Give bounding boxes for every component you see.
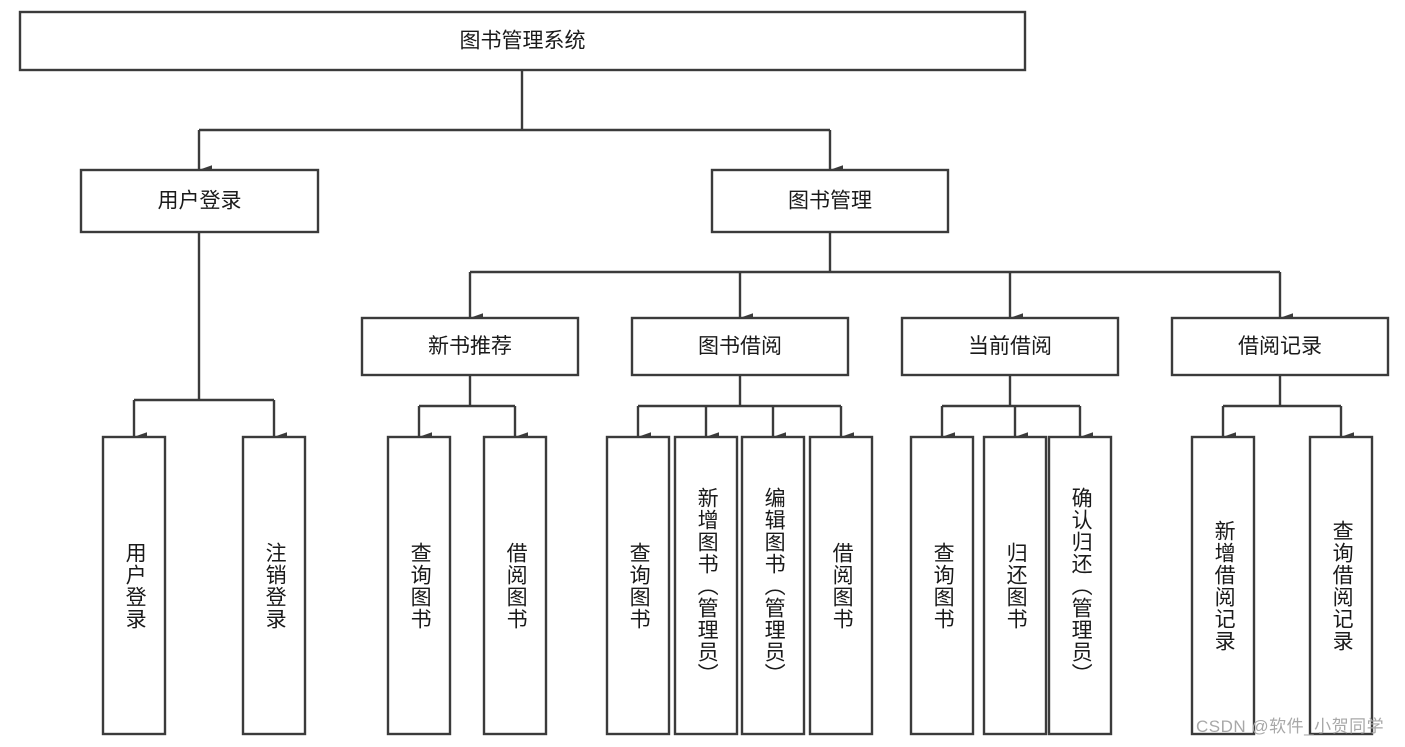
level2-node-rect[interactable] <box>710 168 950 234</box>
level3-node-label: 新书推荐 <box>428 335 512 358</box>
leaf-node-rect-1[interactable] <box>241 435 307 736</box>
level3-node-rect[interactable] <box>1170 316 1390 377</box>
level3-node-2[interactable]: 当前借阅 <box>900 316 1120 377</box>
leaf-node-rect-7[interactable] <box>808 435 874 736</box>
leaf-node-rect-8[interactable] <box>909 435 975 736</box>
leaf-node-rect-11[interactable] <box>1190 435 1256 736</box>
leaf-node-rect-4[interactable] <box>605 435 671 736</box>
root-node-rect[interactable] <box>18 10 1027 72</box>
level2-node-label: 用户登录 <box>158 190 242 213</box>
root-node-label: 图书管理系统 <box>460 30 586 53</box>
leaf-node-rect-12[interactable] <box>1308 435 1374 736</box>
level2-node-label: 图书管理 <box>788 190 872 213</box>
level3-node-rect[interactable] <box>900 316 1120 377</box>
leaf-node-rect-3[interactable] <box>482 435 548 736</box>
leaf-node-rect-6[interactable] <box>740 435 806 736</box>
level3-node-label: 图书借阅 <box>698 335 782 358</box>
level3-node-label: 借阅记录 <box>1238 335 1322 358</box>
level3-node-rect[interactable] <box>630 316 850 377</box>
leaf-node-rect-10[interactable] <box>1047 435 1113 736</box>
level3-node-0[interactable]: 新书推荐 <box>360 316 580 377</box>
level3-node-label: 当前借阅 <box>968 335 1052 358</box>
level2-node-rect[interactable] <box>79 168 320 234</box>
leaf-node-rect-0[interactable] <box>101 435 167 736</box>
root-node-0[interactable]: 图书管理系统 <box>18 10 1027 72</box>
connector-layer <box>132 70 1354 442</box>
level3-node-rect[interactable] <box>360 316 580 377</box>
leaf-node-rect-5[interactable] <box>673 435 739 736</box>
level2-node-1[interactable]: 图书管理 <box>710 168 950 234</box>
leaf-node-rect-9[interactable] <box>982 435 1048 736</box>
level3-node-1[interactable]: 图书借阅 <box>630 316 850 377</box>
level2-node-0[interactable]: 用户登录 <box>79 168 320 234</box>
leaf-node-rect-2[interactable] <box>386 435 452 736</box>
level3-node-3[interactable]: 借阅记录 <box>1170 316 1390 377</box>
watermark-text: CSDN @软件_小贺同学 <box>1196 717 1385 736</box>
